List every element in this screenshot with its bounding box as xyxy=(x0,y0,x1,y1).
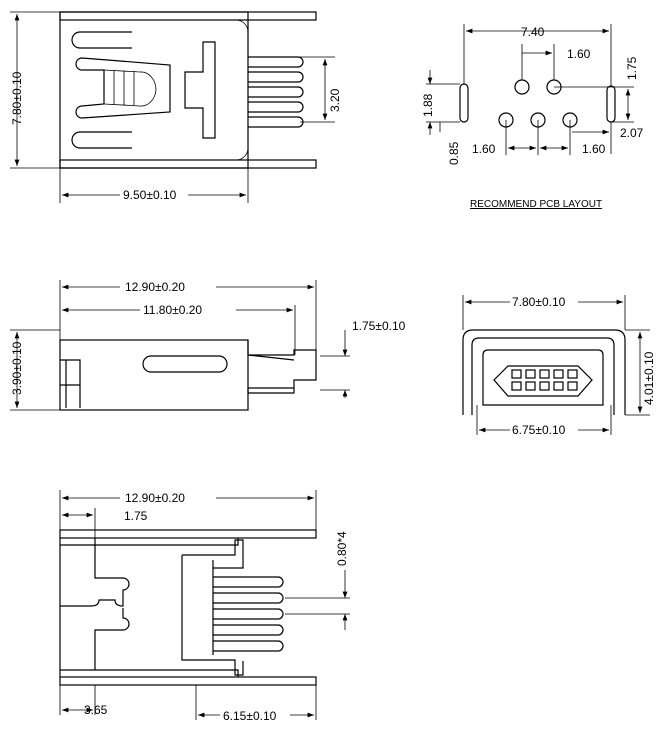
top-height-dim: 7.80±0.10 xyxy=(10,71,24,125)
pcb-layout: 7.40 1.60 1.75 1.88 0.85 1.60 1.60 2.07 … xyxy=(421,24,644,210)
pcb-left-slot-dim: 1.88 xyxy=(421,93,435,117)
side-view: 12.90±0.20 11.80±0.20 1.75±0.10 3.90±0.1… xyxy=(10,279,406,411)
pcb-overall-dim: 7.40 xyxy=(521,25,545,39)
bottom-offset-dim: 1.75 xyxy=(124,509,148,523)
side-pin-offset-dim: 1.75±0.10 xyxy=(352,319,406,333)
pcb-bottom-pitch-right-dim: 1.60 xyxy=(582,142,606,156)
bottom-pin-length-dim: 6.15±0.10 xyxy=(223,709,277,723)
side-body-length-dim: 11.80±0.20 xyxy=(143,303,202,317)
pcb-bottom-pitch-left-dim: 1.60 xyxy=(472,142,496,156)
side-height-dim: 3.90±0.10 xyxy=(10,341,24,395)
bottom-rear-dim: 3.65 xyxy=(84,703,108,717)
side-length-dim: 12.90±0.20 xyxy=(125,280,185,294)
top-pin-span-dim: 3.20 xyxy=(328,88,342,112)
pcb-right-offset-dim: 2.07 xyxy=(620,126,644,140)
pcb-slot-height-dim: 1.75 xyxy=(625,56,639,80)
bottom-pin-pitch-dim: 0.80*4 xyxy=(335,531,349,566)
bottom-length-dim: 12.90±0.20 xyxy=(125,491,185,505)
pcb-top-pitch-dim: 1.60 xyxy=(567,47,591,61)
pcb-left-offset-dim: 0.85 xyxy=(447,141,461,165)
front-inner-width-dim: 6.75±0.10 xyxy=(512,423,566,437)
front-width-dim: 7.80±0.10 xyxy=(512,295,566,309)
bottom-view: 12.90±0.20 1.75 0.80*4 3.65 6.15±0.10 xyxy=(59,490,350,723)
pcb-layout-title: RECOMMEND PCB LAYOUT xyxy=(470,199,602,210)
top-width-dim: 9.50±0.10 xyxy=(123,188,177,202)
front-height-dim: 4.01±0.10 xyxy=(642,351,656,405)
front-view: 7.80±0.10 6.75±0.10 4.01±0.10 xyxy=(462,294,656,437)
top-view: 9.50±0.10 7.80±0.10 3.20 xyxy=(10,11,342,203)
